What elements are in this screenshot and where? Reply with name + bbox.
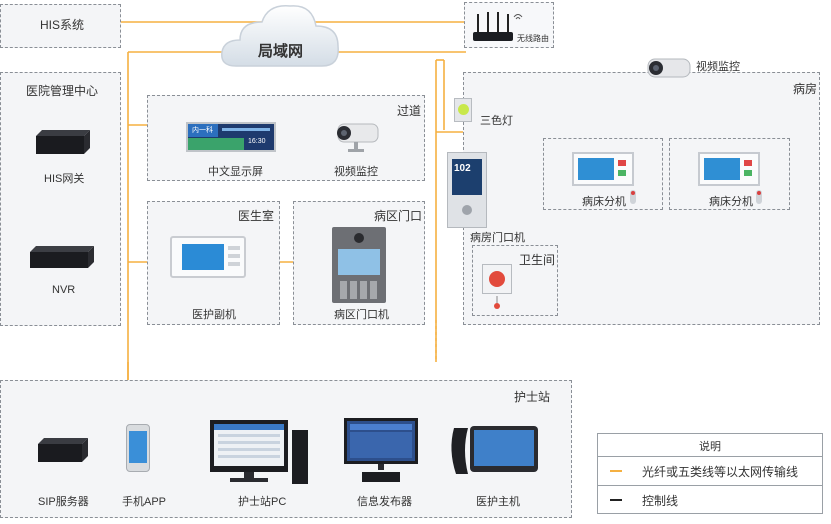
info-publisher-icon xyxy=(344,418,418,489)
nvr-label: NVR xyxy=(52,284,76,296)
display-screen-text: 内一科 xyxy=(192,127,213,134)
ward-room-number: 102 xyxy=(454,163,471,174)
bed-unit-label-1: 病床分机 xyxy=(582,196,626,208)
ward-room-door-unit-label: 病房门口机 xyxy=(470,232,525,244)
nurse-pc-icon xyxy=(210,420,308,491)
legend-title: 说明 xyxy=(699,441,721,453)
ward-door-unit-label: 病区门口机 xyxy=(334,309,389,321)
call-handle-icon-1 xyxy=(628,188,638,211)
router-icon xyxy=(470,10,514,44)
chinese-display-screen: 内一科 16:30 xyxy=(186,122,276,152)
wifi-icon xyxy=(512,8,524,26)
bathroom-button-icon xyxy=(482,264,512,294)
legend-control-label: 控制线 xyxy=(642,494,679,508)
corridor-camera-label: 视频监控 xyxy=(334,166,378,178)
mobile-app-label: 手机APP xyxy=(122,496,167,508)
legend-box: 说明 光纤或五类线等以太网传输线 控制线 xyxy=(597,433,823,514)
his-system-box xyxy=(0,4,121,48)
mobile-app-icon xyxy=(126,424,150,472)
doctor-room-title: 医生室 xyxy=(238,209,275,223)
display-clock: 16:30 xyxy=(248,138,266,145)
nurse-pc-label: 护士站PC xyxy=(238,496,287,508)
ward-title: 病房 xyxy=(793,82,818,96)
router-label: 无线路由 xyxy=(517,34,549,43)
info-publisher-label: 信息发布器 xyxy=(357,496,412,508)
legend-ethernet-label: 光纤或五类线等以太网传输线 xyxy=(642,465,799,479)
bed-unit-icon-1 xyxy=(572,152,634,186)
call-handle-icon-2 xyxy=(754,188,764,211)
sip-server-label: SIP服务器 xyxy=(38,496,89,508)
pull-cord-icon xyxy=(492,296,502,315)
hospital-center-box xyxy=(0,72,121,326)
lan-cloud-icon xyxy=(218,0,344,78)
sip-server-icon xyxy=(34,436,90,471)
corridor-title: 过道 xyxy=(397,104,422,118)
legend-control-swatch xyxy=(610,499,622,501)
ward-camera-label: 视频监控 xyxy=(696,61,740,73)
lan-label: 局域网 xyxy=(258,43,304,60)
ward-room-door-unit-icon: 102 xyxy=(447,152,487,228)
bed-unit-label-2: 病床分机 xyxy=(709,196,753,208)
corridor-camera-icon xyxy=(330,120,382,159)
chinese-display-label: 中文显示屏 xyxy=(208,166,263,178)
ward-door-unit-icon xyxy=(332,227,386,303)
bed-unit-icon-2 xyxy=(698,152,760,186)
nvr-icon xyxy=(26,244,96,277)
his-gateway-icon xyxy=(30,128,92,163)
ward-door-title: 病区门口 xyxy=(374,209,423,223)
bathroom-title: 卫生间 xyxy=(519,253,556,267)
nurse-station-title: 护士站 xyxy=(514,390,551,404)
nurse-sub-unit-icon xyxy=(170,236,246,278)
nurse-master-icon xyxy=(448,420,540,485)
tricolor-lamp-label: 三色灯 xyxy=(480,115,513,127)
legend-ethernet-swatch xyxy=(610,470,622,472)
his-system-title: HIS系统 xyxy=(40,18,85,32)
ward-camera-icon xyxy=(640,55,694,90)
nurse-master-label: 医护主机 xyxy=(476,496,520,508)
hospital-center-title: 医院管理中心 xyxy=(26,84,99,98)
his-gateway-label: HIS网关 xyxy=(44,173,85,185)
nurse-sub-unit-label: 医护副机 xyxy=(192,309,236,321)
tricolor-lamp-icon xyxy=(454,98,472,122)
